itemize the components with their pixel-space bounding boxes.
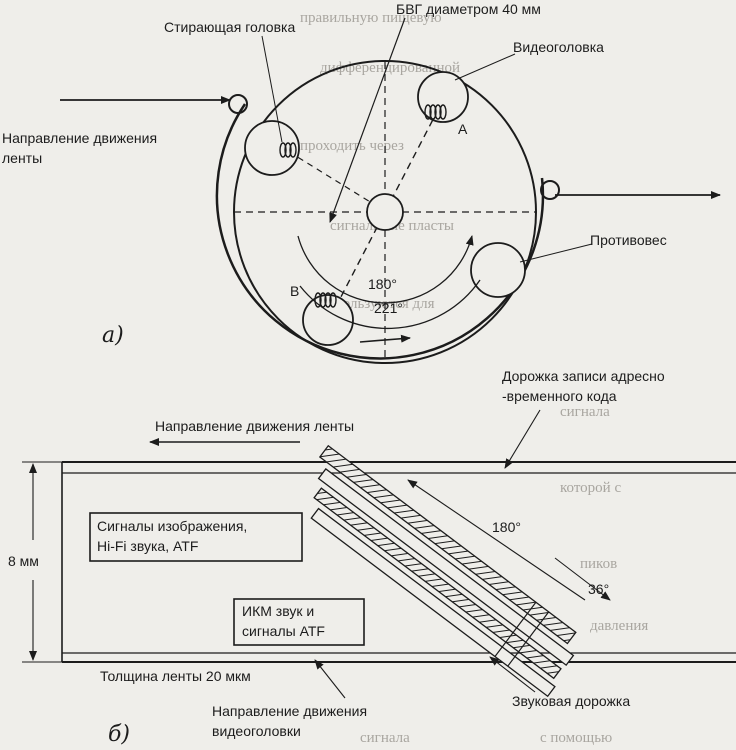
video-signals-label-line: Сигналы изображения, <box>97 518 247 534</box>
helical-track <box>318 444 577 645</box>
pcm-signals-label-line: ИКМ звук и <box>242 603 314 619</box>
pcm-signals-box <box>233 598 365 646</box>
counterweight-leader <box>519 243 593 263</box>
head-axis-line <box>329 105 441 319</box>
pcm-signals-label: ИКМ звук и сигналы ATF <box>242 603 325 639</box>
angle-221-label: 221° <box>374 300 403 316</box>
angle-180-label-b: 180° <box>492 519 521 535</box>
svg-text:пиков: пиков <box>580 556 617 572</box>
head-direction-label: Направление движения видеоголовки <box>212 703 367 739</box>
tape-direction-label-a-line: ленты <box>2 150 42 166</box>
head-direction-label-line: видеоголовки <box>212 723 301 739</box>
helical-track <box>310 507 556 698</box>
time-code-leader <box>504 409 541 469</box>
time-code-track-label: Дорожка записи адресно -временного кода <box>502 368 665 404</box>
figure-b-label: б) <box>108 722 130 747</box>
tape-direction-label-a: Направление движения ленты <box>2 130 157 166</box>
drum-diameter-leader <box>329 17 406 223</box>
pcm-signals-label-line: сигналы ATF <box>242 623 325 639</box>
video-head-b <box>302 294 354 346</box>
time-code-track-label-line: Дорожка записи адресно <box>502 368 665 384</box>
svg-text:с помощью: с помощью <box>540 730 612 746</box>
rotation-arrow <box>359 334 411 343</box>
figure-a-label: а) <box>102 323 124 348</box>
angle-180-arc <box>297 235 474 304</box>
helical-tracks <box>310 444 577 698</box>
track-divider <box>494 601 537 657</box>
drum-diagram: Стирающая головка БВГ диаметром 40 мм Ви… <box>2 1 721 364</box>
video-signals-box <box>89 512 303 562</box>
audio-track-leader <box>489 656 536 693</box>
svg-text:которой с: которой с <box>560 480 621 496</box>
helical-track <box>313 487 562 680</box>
svg-text:сигнала: сигнала <box>360 730 410 746</box>
svg-text:сигнала: сигнала <box>560 404 610 420</box>
video-head-leader <box>454 53 516 81</box>
head-a-label: A <box>458 121 468 137</box>
drum-diameter-label: БВГ диаметром 40 мм <box>396 1 541 17</box>
angle-36-dimension-arrow <box>554 557 611 601</box>
head-a-coil <box>424 104 447 120</box>
svg-text:давления: давления <box>590 618 648 634</box>
track-divider <box>507 611 550 667</box>
angle-36-label: 36° <box>588 581 609 597</box>
audio-track-label: Звуковая дорожка <box>512 693 630 709</box>
angle-180-label: 180° <box>368 276 397 292</box>
angle-221-arc <box>299 279 481 330</box>
helical-track <box>317 468 575 667</box>
drum-spindle <box>366 193 404 231</box>
width-label: 8 мм <box>8 553 39 569</box>
erase-head-leader <box>261 35 283 143</box>
thickness-label: Толщина ленты 20 мкм <box>100 668 251 684</box>
erase-head-label: Стирающая головка <box>164 19 295 35</box>
svg-text:правильную пищевую: правильную пищевую <box>300 10 442 26</box>
angle-180-dimension-arrow <box>407 479 586 601</box>
video-signals-label: Сигналы изображения, Hi-Fi звука, ATF <box>97 518 247 554</box>
video-head-label: Видеоголовка <box>513 39 604 55</box>
exit-guide-roller <box>540 180 560 200</box>
tape-direction-label-a-line: Направление движения <box>2 130 157 146</box>
time-code-track-label-line: -временного кода <box>502 388 617 404</box>
head-direction-label-line: Направление движения <box>212 703 367 719</box>
head-direction-arrow <box>314 659 346 699</box>
tape-track-diagram: Направление движения ленты Дорожка запис… <box>8 368 736 747</box>
erase-head-coil <box>279 142 297 158</box>
counterweight-label: Противовес <box>590 232 667 248</box>
erase-head <box>244 120 300 176</box>
head-b-coil <box>314 292 337 308</box>
svg-text:проходить через: проходить через <box>300 138 404 154</box>
counterweight <box>470 242 526 298</box>
head-b-label: B <box>290 283 299 299</box>
entry-guide-roller <box>228 94 248 114</box>
video-signals-label-line: Hi-Fi звука, ATF <box>97 538 198 554</box>
tape-direction-label-b: Направление движения ленты <box>155 418 354 434</box>
